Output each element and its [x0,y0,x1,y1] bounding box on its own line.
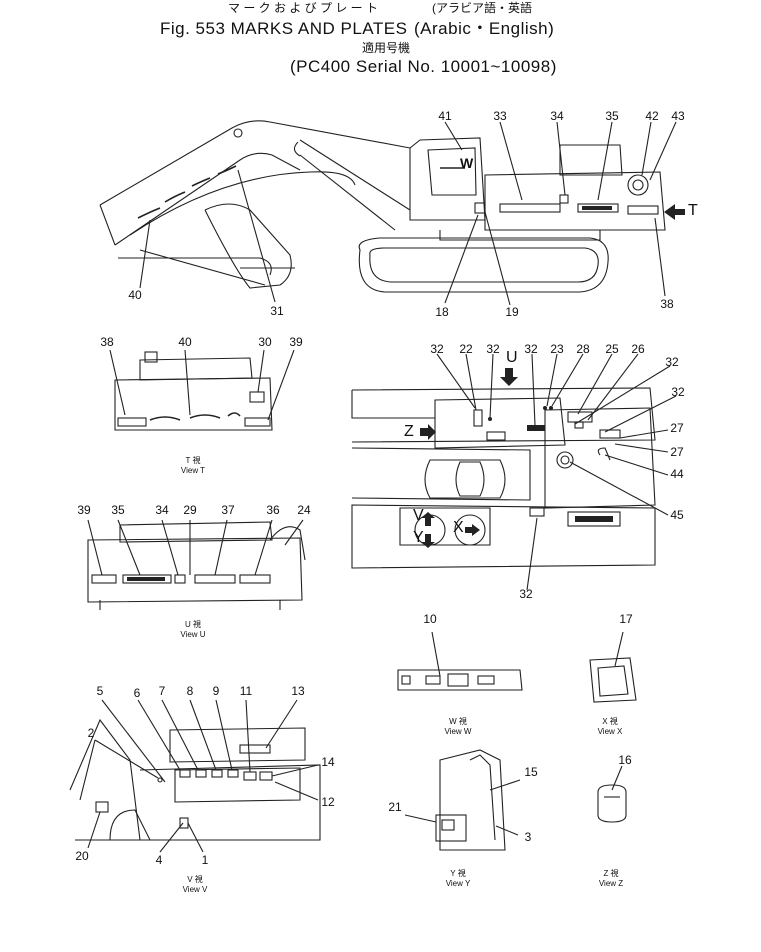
view-y-caption: View Y [445,879,471,888]
callout-number: 29 [183,503,197,517]
view-arrow-v-label: V [413,507,424,524]
callout-number: 35 [111,503,125,517]
callout-number: 30 [258,335,272,349]
view-t-caption-jp: T 視 [185,456,201,465]
callout-number: 28 [576,342,590,356]
callout-number: 27 [670,445,684,459]
callout-number: 4 [155,853,163,867]
callout-number: 6 [133,686,141,700]
callout-number: 41 [438,109,452,123]
callout-number: 26 [631,342,645,356]
view-v-caption: View V [182,885,208,894]
view-y-caption-jp: Y 視 [450,869,466,878]
view-w-caption-jp: W 視 [449,717,467,726]
view-v-drawing [69,699,321,853]
callout-number: 32 [671,385,685,399]
view-arrow-t-label: T [688,202,698,219]
view-x-drawing [589,631,637,703]
callout-number: 16 [618,753,632,767]
callout-number: 10 [423,612,437,626]
view-arrow-u-label: U [506,349,518,366]
callout-number: 40 [128,288,142,302]
callout-number: 38 [660,297,674,311]
title-language-en: (Arabic・English) [414,19,555,38]
callout-number: 32 [665,355,679,369]
view-arrow-y-label: Y [413,529,424,546]
view-arrow-z-label: Z [404,423,414,440]
view-z-drawing [597,765,627,823]
callout-number: 20 [75,849,89,863]
callout-number: 40 [178,335,192,349]
view-w-drawing [397,631,523,691]
callout-number: 38 [100,335,114,349]
callout-number: 14 [321,755,335,769]
callout-number: 43 [671,109,685,123]
callout-number: 32 [524,342,538,356]
callout-number: 36 [266,503,280,517]
callout-number: 22 [459,342,473,356]
view-y-drawing [404,749,521,851]
callout-number: 11 [239,684,253,698]
callout-number: 9 [212,684,220,698]
view-u-drawing [87,519,306,610]
callout-number: 34 [155,503,169,517]
view-x-caption-jp: X 視 [602,717,618,726]
callout-number: 45 [670,508,684,522]
callout-number: 34 [550,109,564,123]
callout-number: 33 [493,109,507,123]
callout-number: 37 [221,503,235,517]
callout-number: 17 [619,612,633,626]
callout-number: 7 [158,684,166,698]
callout-number: 13 [291,684,305,698]
callout-number: 35 [605,109,619,123]
callout-number: 19 [505,305,519,319]
view-z-caption: View Z [598,879,624,888]
callout-number: 44 [670,467,684,481]
callout-number: 8 [186,684,194,698]
callout-number: 24 [297,503,311,517]
callout-number: 3 [524,830,532,844]
callout-number: 1 [201,853,209,867]
title-language-jp: (アラビア語・英語 [432,1,532,15]
view-v-caption-jp: V 視 [187,875,203,884]
callout-number: 23 [550,342,564,356]
serial-range: (PC400 Serial No. 10001~10098) [290,57,557,76]
view-z-caption-jp: Z 視 [603,869,619,878]
callout-number: 32 [430,342,444,356]
main-view-leaders [139,121,677,306]
callout-number: 18 [435,305,449,319]
callout-number: 2 [87,726,95,740]
callout-number: 25 [605,342,619,356]
excavator-side-view [99,120,685,293]
view-arrow-x-label: X [453,519,464,536]
callout-number: 31 [270,304,284,318]
page-title: Fig. 553 MARKS AND PLATES [160,19,408,38]
callout-number: 39 [289,335,303,349]
callout-number: 5 [96,684,104,698]
callout-number: 39 [77,503,91,517]
view-t-drawing [109,349,295,431]
view-w-caption: View W [444,727,472,736]
callout-number: 32 [519,587,533,601]
view-u-caption: View U [180,630,206,639]
callout-number: 42 [645,109,659,123]
serial-label-jp: 適用号機 [362,41,411,55]
title-japanese: マ ー ク お よ び プ レ ー ト [228,1,379,15]
callout-number: 21 [388,800,402,814]
view-x-caption: View X [597,727,623,736]
callout-number: 15 [524,765,538,779]
callout-number: 12 [321,795,335,809]
view-u-caption-jp: U 視 [185,620,201,629]
view-t-caption: View T [180,466,206,475]
callout-number: 27 [670,421,684,435]
view-arrow-w-label: W [460,155,474,171]
callout-number: 32 [486,342,500,356]
top-view-drawing [351,353,677,591]
